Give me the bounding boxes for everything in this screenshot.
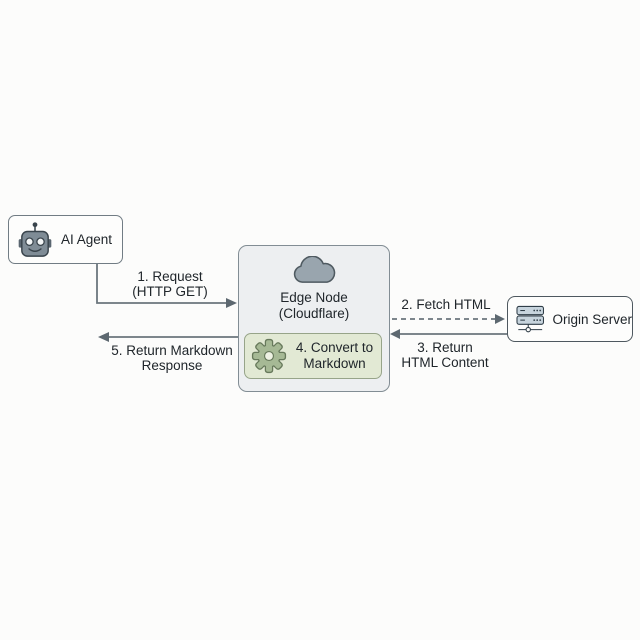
arrowhead-return-markdown-icon [98, 332, 109, 342]
edge-node-title-line1: Edge Node [280, 290, 348, 305]
node-edge-node: Edge Node (Cloudflare) [238, 245, 390, 392]
robot-icon [18, 221, 52, 257]
edge-label-request: 1. Request (HTTP GET) [132, 269, 208, 299]
arrowhead-fetch-html-icon [495, 314, 505, 324]
connector-request [96, 264, 227, 304]
arrowhead-return-html-icon [390, 329, 400, 339]
edge-label-fetch-html: 2. Fetch HTML [401, 297, 490, 312]
convert-label-line1: 4. Convert to [295, 340, 374, 355]
node-ai-agent: AI Agent [8, 215, 123, 264]
edge-label-return-markdown: 5. Return Markdown Response [111, 343, 233, 373]
convert-to-markdown-label: 4. Convert to Markdown [292, 340, 377, 372]
return-markdown-label-line1: 5. Return Markdown [111, 343, 233, 358]
edge-node-title: Edge Node (Cloudflare) [239, 290, 389, 322]
request-label-line1: 1. Request [137, 269, 203, 284]
cloud-icon-wrap [239, 256, 389, 285]
edge-label-return-html: 3. Return HTML Content [401, 340, 488, 370]
arrowhead-request-icon [226, 298, 237, 308]
return-markdown-label-line2: Response [141, 358, 203, 373]
return-html-label-line1: 3. Return [417, 340, 473, 355]
node-convert-to-markdown: 4. Convert to Markdown [244, 333, 382, 379]
convert-label-line2: Markdown [303, 356, 366, 371]
cloud-icon [293, 256, 335, 283]
edge-node-title-line2: (Cloudflare) [278, 306, 350, 321]
fetch-html-label-line1: 2. Fetch HTML [401, 297, 491, 312]
node-origin-server: Origin Server [507, 296, 633, 342]
request-label-line2: (HTTP GET) [132, 284, 208, 299]
server-icon [516, 305, 545, 333]
ai-agent-label: AI Agent [61, 232, 113, 247]
gear-icon [251, 338, 287, 374]
origin-server-label: Origin Server [552, 311, 632, 327]
return-html-label-line2: HTML Content [401, 355, 489, 370]
